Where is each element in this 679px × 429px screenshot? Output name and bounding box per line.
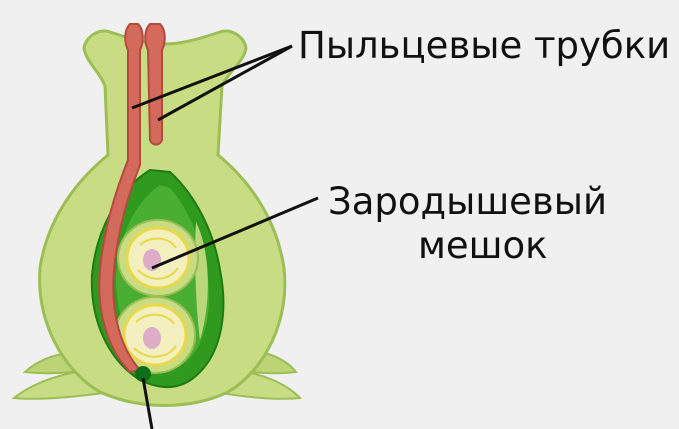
label-embryo-sac-line2: мешок — [418, 224, 548, 267]
label-embryo-sac-line1: Зародышевый — [328, 180, 607, 223]
lower-ovule-nucleus — [143, 327, 161, 349]
label-pollen-tubes: Пыльцевые трубки — [298, 24, 670, 67]
upper-ovule — [118, 220, 198, 296]
